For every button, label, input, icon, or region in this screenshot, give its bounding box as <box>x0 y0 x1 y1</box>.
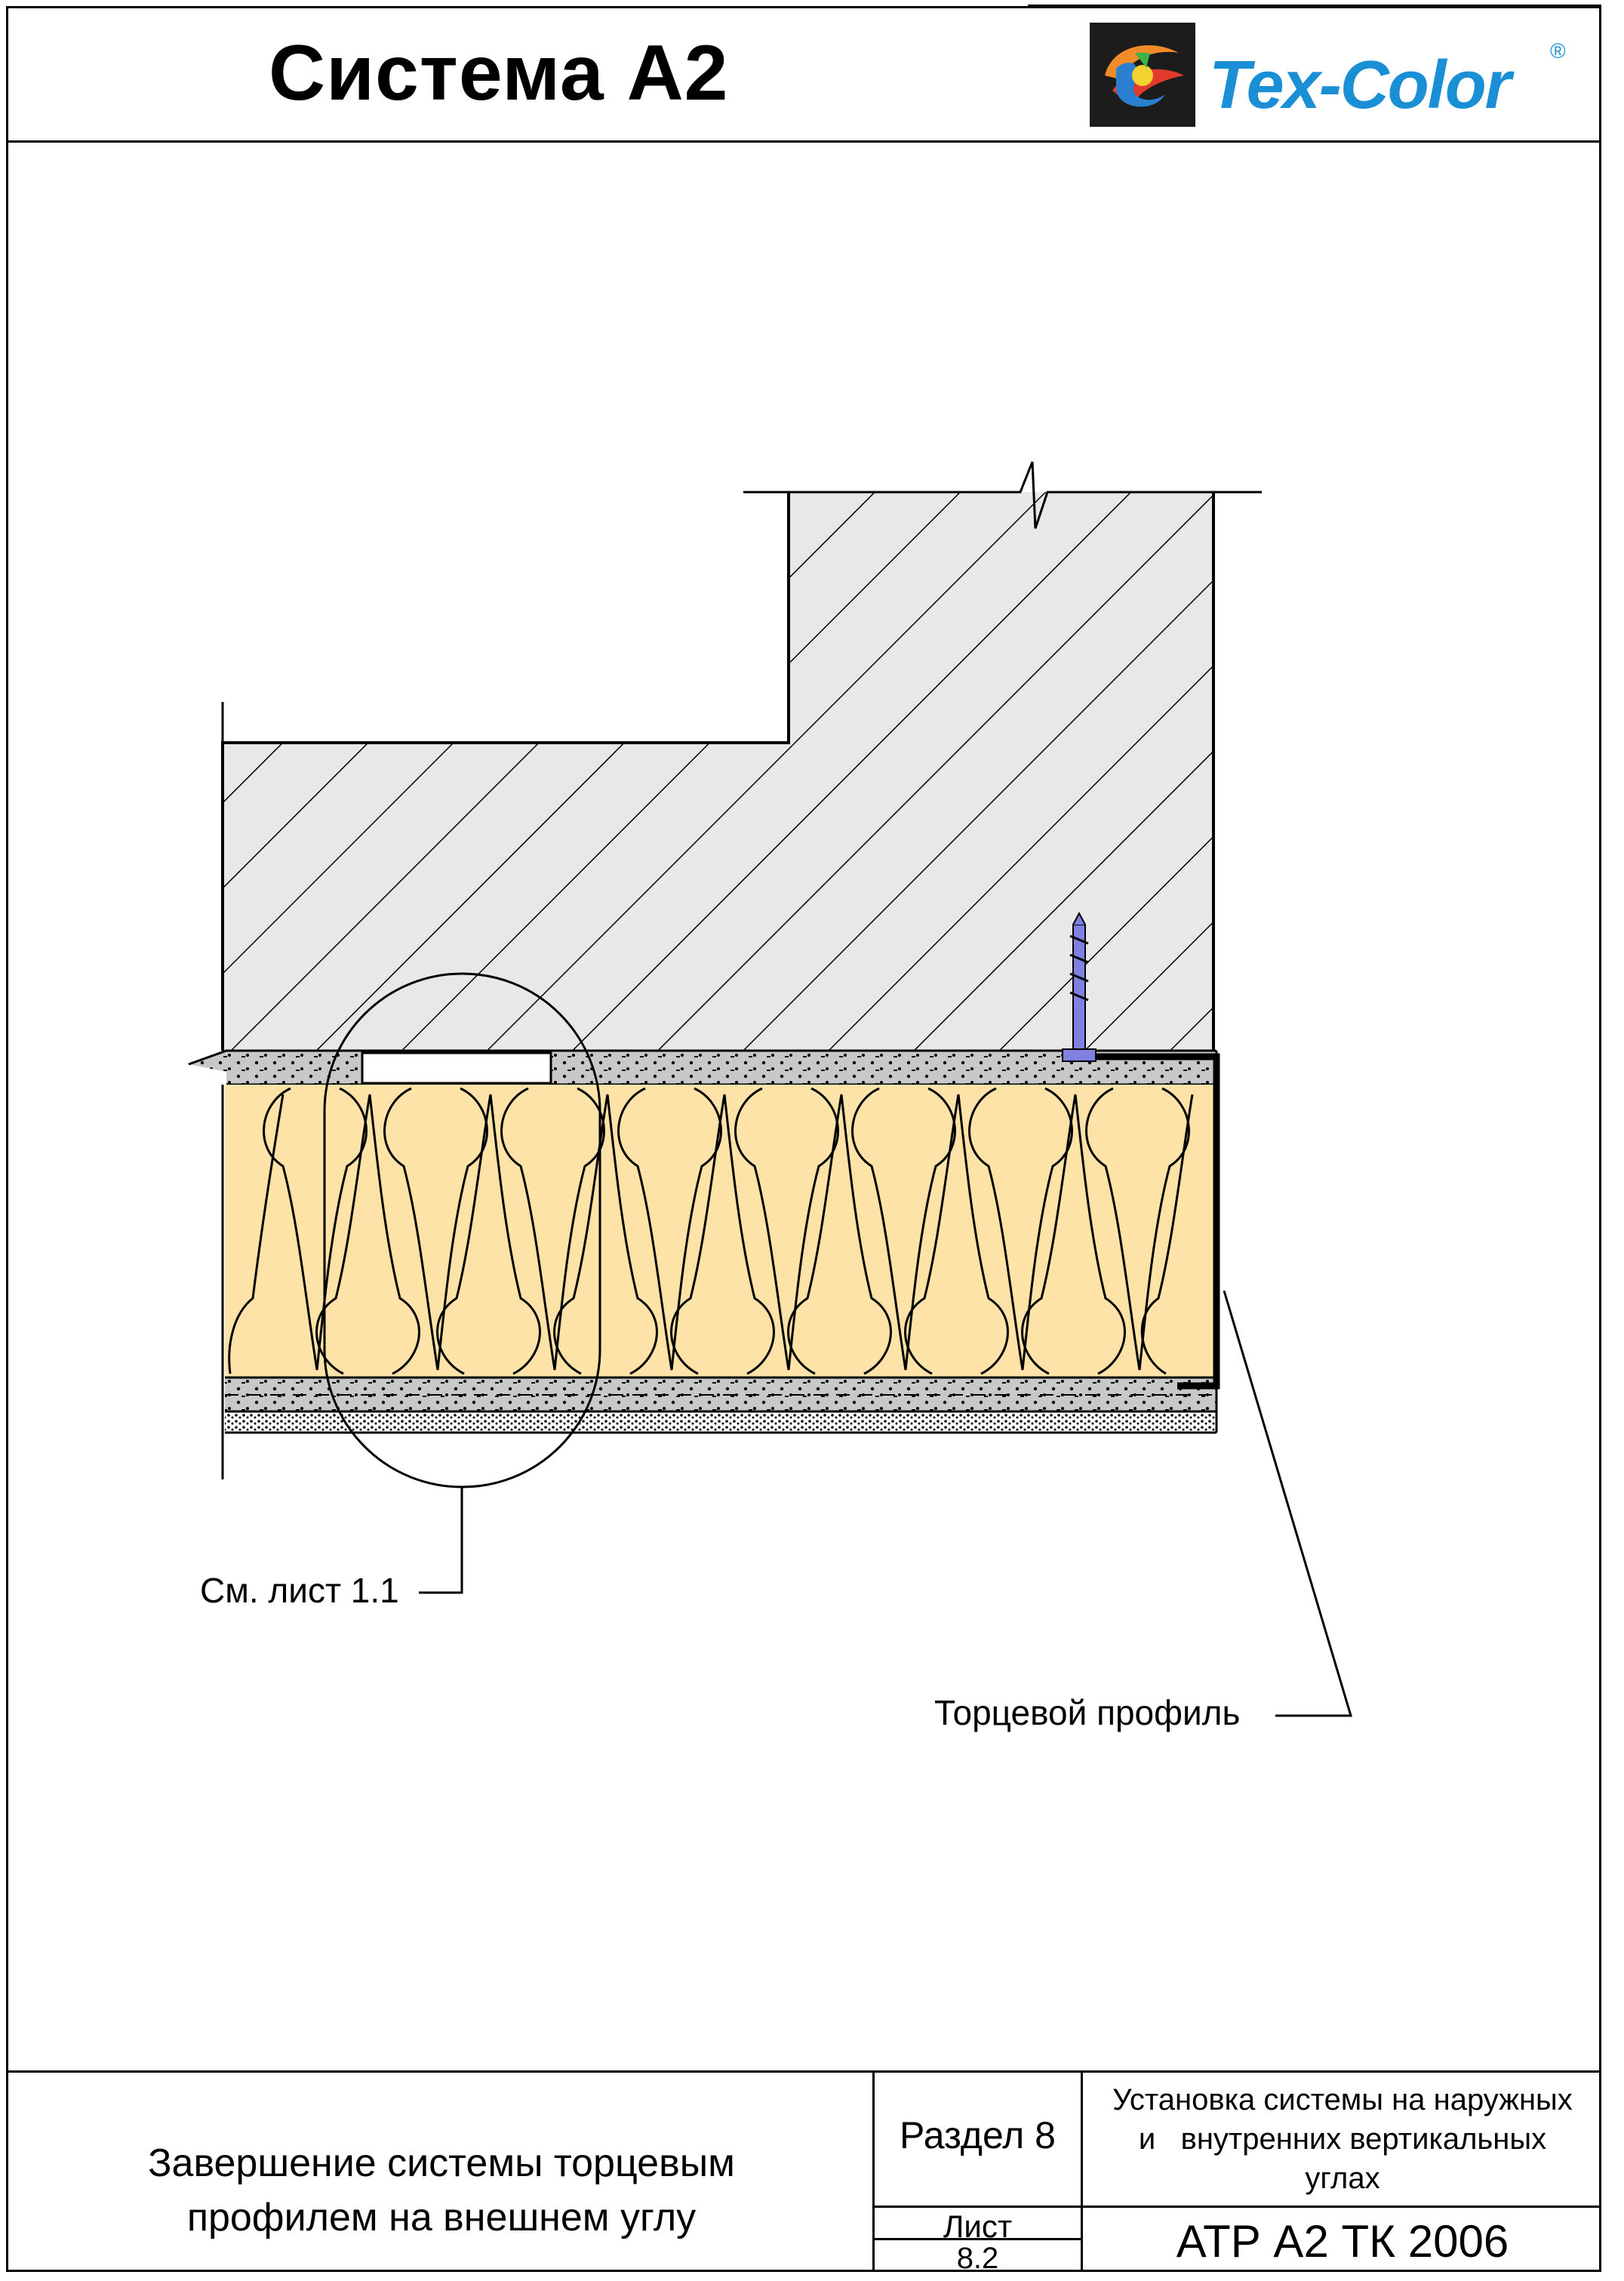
air-gap <box>361 1051 552 1085</box>
finish-plaster-layer <box>225 1410 1216 1434</box>
detail-callout <box>323 972 601 1594</box>
brand-emblem-icon <box>1105 45 1184 107</box>
brand-logo: Tex-Color ® <box>1090 23 1591 128</box>
title-block-mid <box>872 2206 1601 2208</box>
section-title: Установка системы на наружных и внутренн… <box>1084 2080 1601 2198</box>
document-code: АТР А2 ТК 2006 <box>1176 2216 1509 2267</box>
title-block-top <box>6 2070 1601 2073</box>
brand-registered-mark: ® <box>1550 39 1566 63</box>
base-coat-layer <box>225 1376 1216 1411</box>
header-divider <box>6 140 1601 143</box>
header-top-line <box>1028 5 1601 7</box>
detail-reference-label: См. лист 1.1 <box>200 1571 399 1610</box>
end-profile <box>1064 1053 1220 1390</box>
title-block-div-2 <box>1081 2070 1083 2272</box>
sheet-label: Лист <box>943 2209 1013 2244</box>
dowel-anchor <box>1062 911 1097 1062</box>
wall-section <box>221 461 1262 1051</box>
brand-emblem <box>1090 23 1195 127</box>
sheet-number: 8.2 <box>956 2242 999 2275</box>
section-title-line-2: и внутренних вертикальных <box>1138 2122 1547 2156</box>
section-title-line-3: углах <box>1305 2162 1380 2195</box>
page-title: Система А2 <box>269 29 729 117</box>
wall-hatch <box>223 492 1213 1051</box>
drawing-name: Завершение системы торцевым профилем на … <box>15 2136 868 2245</box>
end-profile-label: Торцевой профиль <box>934 1693 1241 1732</box>
drawing-frame <box>6 6 1601 2272</box>
title-block-div-1 <box>872 2070 875 2272</box>
end-profile-leader <box>1223 1290 1353 1717</box>
section-title-line-1: Установка системы на наружных <box>1112 2083 1573 2116</box>
brand-name: Tex-Color <box>1209 48 1512 123</box>
drawing-name-line-2: профилем на внешнем углу <box>186 2196 697 2239</box>
top-break-line <box>743 461 1262 529</box>
drawing-name-line-1: Завершение системы торцевым <box>148 2141 735 2185</box>
section-number: Раздел 8 <box>900 2114 1056 2156</box>
insulation-layer <box>225 1085 1216 1378</box>
title-block-sheet-split <box>872 2238 1083 2240</box>
